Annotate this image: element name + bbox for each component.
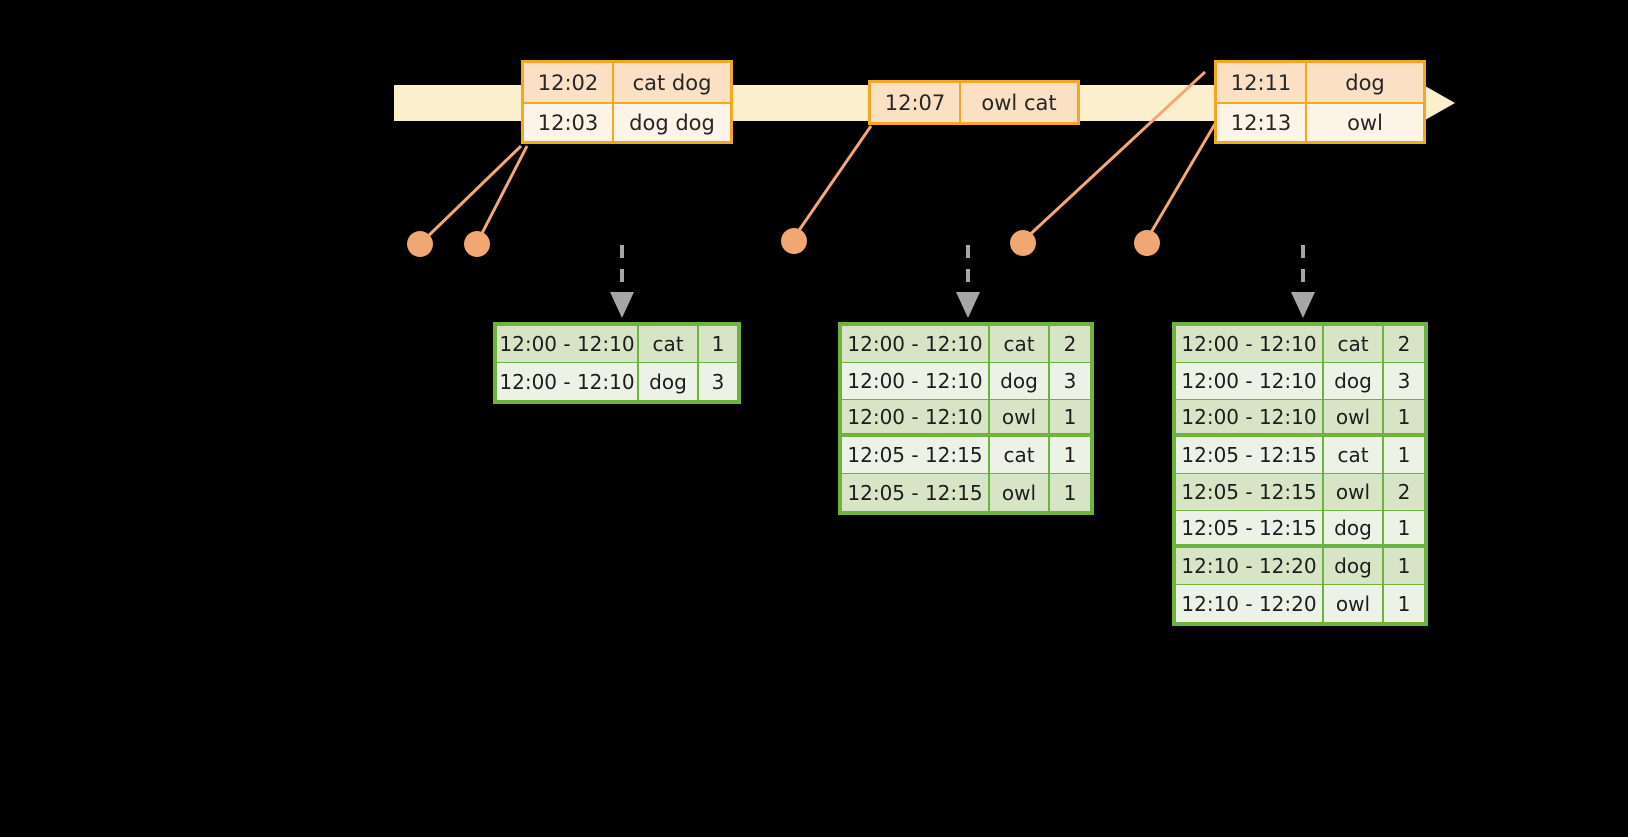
cell-count: 1 <box>1384 511 1424 544</box>
cell-count: 1 <box>699 326 737 362</box>
event-group-2[interactable]: 12:07 owl cat <box>868 80 1080 125</box>
event-row[interactable]: 12:03 dog dog <box>524 102 730 141</box>
cell-count: 3 <box>1384 363 1424 399</box>
cell-window: 12:05 - 12:15 <box>842 474 990 511</box>
event-time: 12:11 <box>1217 63 1305 102</box>
table-row[interactable]: 12:00 - 12:10 dog 3 <box>497 363 737 400</box>
emit-arrow-head-3 <box>1291 292 1315 318</box>
event-value: dog dog <box>612 104 730 141</box>
cell-window: 12:00 - 12:10 <box>1176 326 1324 362</box>
table-row[interactable]: 12:00 - 12:10 owl 1 <box>1176 400 1424 437</box>
event-value: cat dog <box>612 63 730 102</box>
cell-window: 12:05 - 12:15 <box>1176 474 1324 510</box>
cell-window: 12:10 - 12:20 <box>1176 548 1324 584</box>
table-row[interactable]: 12:05 - 12:15 cat 1 <box>842 437 1090 474</box>
marker-dot-1 <box>407 231 433 257</box>
cell-window: 12:00 - 12:10 <box>1176 363 1324 399</box>
cell-count: 1 <box>1384 437 1424 473</box>
table-row[interactable]: 12:05 - 12:15 cat 1 <box>1176 437 1424 474</box>
event-row[interactable]: 12:13 owl <box>1217 102 1423 141</box>
event-row[interactable]: 12:11 dog <box>1217 63 1423 102</box>
table-row[interactable]: 12:05 - 12:15 owl 1 <box>842 474 1090 511</box>
cell-window: 12:05 - 12:15 <box>842 437 990 473</box>
cell-key: dog <box>990 363 1050 399</box>
cell-count: 1 <box>1384 548 1424 584</box>
cell-window: 12:00 - 12:10 <box>497 363 639 400</box>
marker-dot-4 <box>1010 230 1036 256</box>
cell-count: 1 <box>1050 437 1090 473</box>
emit-arrow-head-2 <box>956 292 980 318</box>
table-row[interactable]: 12:10 - 12:20 owl 1 <box>1176 585 1424 622</box>
cell-window: 12:00 - 12:10 <box>1176 400 1324 433</box>
event-time: 12:13 <box>1217 104 1305 141</box>
marker-dot-3 <box>781 228 807 254</box>
table-row[interactable]: 12:05 - 12:15 owl 2 <box>1176 474 1424 511</box>
result-table-1[interactable]: 12:00 - 12:10 cat 1 12:00 - 12:10 dog 3 <box>493 322 741 404</box>
cell-key: owl <box>990 400 1050 433</box>
event-value: dog <box>1305 63 1423 102</box>
cell-key: cat <box>990 437 1050 473</box>
cell-window: 12:05 - 12:15 <box>1176 511 1324 544</box>
cell-window: 12:05 - 12:15 <box>1176 437 1324 473</box>
event-time: 12:03 <box>524 104 612 141</box>
event-group-3[interactable]: 12:11 dog 12:13 owl <box>1214 60 1426 144</box>
event-time: 12:07 <box>871 83 959 122</box>
emit-arrow-head-1 <box>610 292 634 318</box>
event-value: owl cat <box>959 83 1077 122</box>
cell-key: owl <box>1324 585 1384 622</box>
event-row[interactable]: 12:02 cat dog <box>524 63 730 102</box>
table-row[interactable]: 12:00 - 12:10 cat 1 <box>497 326 737 363</box>
cell-window: 12:00 - 12:10 <box>497 326 639 362</box>
table-row[interactable]: 12:10 - 12:20 dog 1 <box>1176 548 1424 585</box>
cell-key: dog <box>1324 548 1384 584</box>
cell-key: cat <box>1324 437 1384 473</box>
table-row[interactable]: 12:00 - 12:10 dog 3 <box>842 363 1090 400</box>
cell-window: 12:00 - 12:10 <box>842 400 990 433</box>
event-value: owl <box>1305 104 1423 141</box>
cell-key: owl <box>990 474 1050 511</box>
table-row[interactable]: 12:00 - 12:10 owl 1 <box>842 400 1090 437</box>
cell-key: cat <box>990 326 1050 362</box>
cell-count: 2 <box>1050 326 1090 362</box>
emit-arrow-heads <box>610 292 1315 318</box>
cell-count: 3 <box>699 363 737 400</box>
table-row[interactable]: 12:00 - 12:10 cat 2 <box>842 326 1090 363</box>
cell-count: 1 <box>1050 400 1090 433</box>
cell-key: owl <box>1324 474 1384 510</box>
cell-window: 12:00 - 12:10 <box>842 326 990 362</box>
result-table-2[interactable]: 12:00 - 12:10 cat 2 12:00 - 12:10 dog 3 … <box>838 322 1094 515</box>
cell-count: 2 <box>1384 474 1424 510</box>
table-row[interactable]: 12:00 - 12:10 cat 2 <box>1176 326 1424 363</box>
event-marker-dots <box>407 228 1160 257</box>
result-table-3[interactable]: 12:00 - 12:10 cat 2 12:00 - 12:10 dog 3 … <box>1172 322 1428 626</box>
cell-count: 2 <box>1384 326 1424 362</box>
event-time: 12:02 <box>524 63 612 102</box>
cell-count: 1 <box>1050 474 1090 511</box>
cell-key: dog <box>639 363 699 400</box>
cell-key: cat <box>1324 326 1384 362</box>
cell-key: owl <box>1324 400 1384 433</box>
marker-dot-5 <box>1134 230 1160 256</box>
table-row[interactable]: 12:05 - 12:15 dog 1 <box>1176 511 1424 548</box>
cell-key: dog <box>1324 511 1384 544</box>
cell-count: 1 <box>1384 585 1424 622</box>
cell-key: cat <box>639 326 699 362</box>
emit-arrows <box>620 245 1305 295</box>
table-row[interactable]: 12:00 - 12:10 dog 3 <box>1176 363 1424 400</box>
event-row[interactable]: 12:07 owl cat <box>871 83 1077 122</box>
event-group-1[interactable]: 12:02 cat dog 12:03 dog dog <box>521 60 733 144</box>
cell-count: 3 <box>1050 363 1090 399</box>
marker-dot-2 <box>464 231 490 257</box>
cell-key: dog <box>1324 363 1384 399</box>
cell-count: 1 <box>1384 400 1424 433</box>
cell-window: 12:10 - 12:20 <box>1176 585 1324 622</box>
cell-window: 12:00 - 12:10 <box>842 363 990 399</box>
